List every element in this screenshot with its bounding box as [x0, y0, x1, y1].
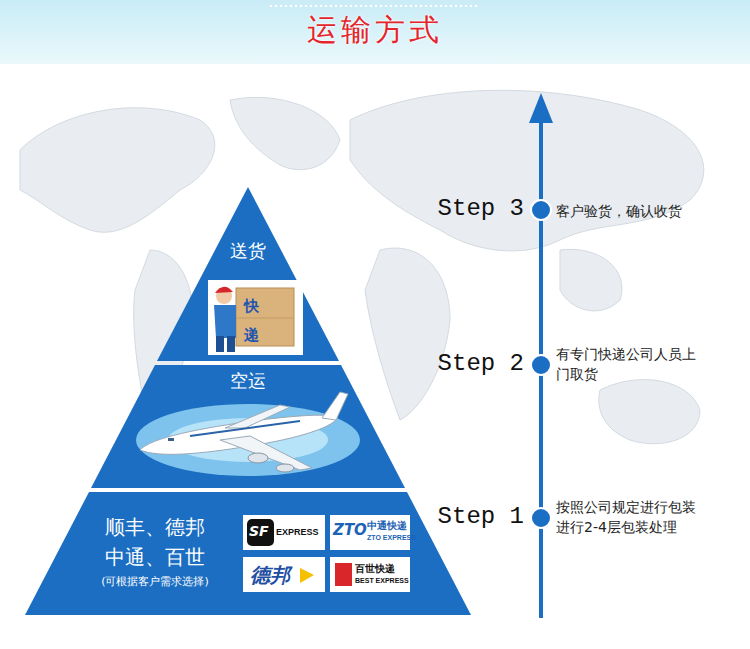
step-label: Step 1: [420, 503, 524, 530]
logo-text: 德邦: [250, 562, 290, 589]
box-text: 快递: [244, 292, 259, 349]
logo-text: 百世快递: [355, 562, 395, 576]
delivery-picture: [208, 280, 303, 355]
step-description: 有专门快递公司人员上门取货: [556, 344, 706, 385]
band-text: 空运: [91, 369, 405, 392]
band-text: 顺丰、德邦 中通、百世: [100, 512, 210, 572]
step-label: Step 2: [420, 350, 524, 377]
page-title: 运输方式: [0, 10, 750, 51]
band-shape: [25, 492, 471, 615]
logo-text: ZTO: [333, 521, 367, 539]
step-description: 客户验货，确认收货: [556, 201, 726, 221]
logo-panels: [243, 515, 410, 592]
logo-text: 中通快递: [367, 519, 407, 533]
logo-text: BEST EXPRESS: [355, 577, 409, 584]
pyramid-bottom-band: 顺丰、德邦 中通、百世 (可根据客户需求选择): [25, 492, 471, 615]
band-text: 送货: [157, 239, 339, 262]
logo-text: SF: [249, 523, 269, 539]
logo-text: EXPRESS: [276, 527, 319, 537]
timeline-arrow: [529, 93, 553, 618]
logo-text: ZTO EXPRESS: [367, 534, 416, 541]
band-text: (可根据客户需求选择): [87, 575, 223, 589]
airplane-picture: [136, 392, 360, 476]
step-label: Step 3: [420, 195, 524, 222]
step-description: 按照公司规定进行包装 进行2-4层包装处理: [556, 497, 708, 538]
